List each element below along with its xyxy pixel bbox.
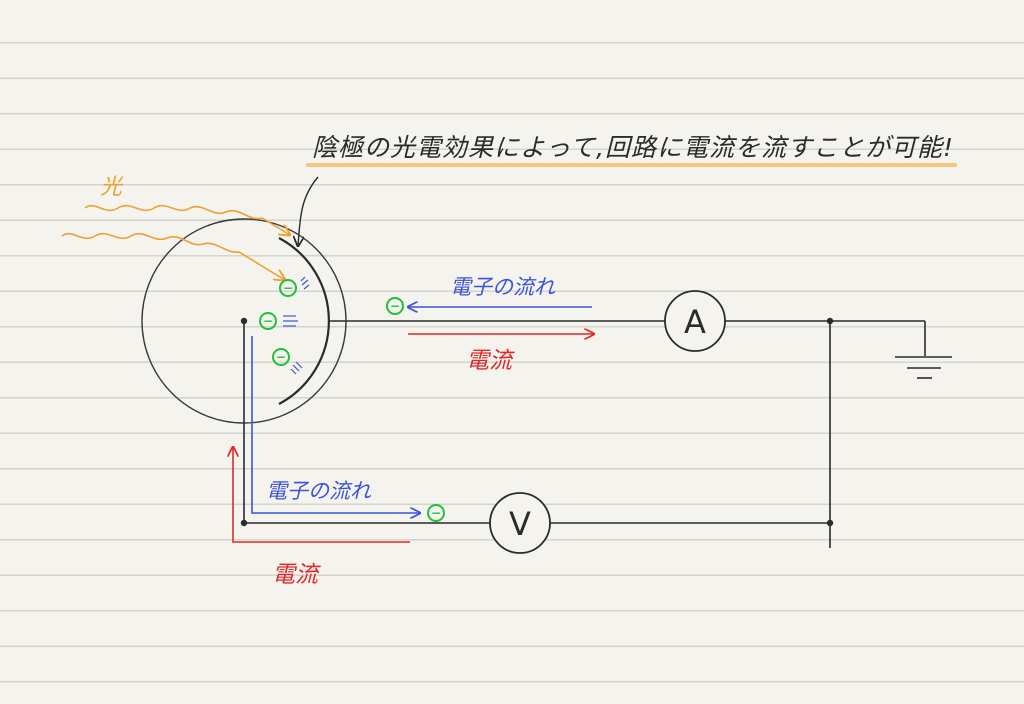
electron-icon [259, 312, 277, 330]
bottom-current-label: 電流 [272, 562, 321, 588]
annotation-text: 陰極の光電効果によって,回路に電流を流すことが可能! [312, 133, 954, 162]
top-electron-flow-label: 電子の流れ [450, 275, 556, 299]
anode-junction [240, 317, 248, 325]
electron-icon [386, 297, 404, 315]
emission-tick [303, 284, 310, 290]
light-ray-2 [61, 232, 285, 280]
emission-tick [292, 364, 300, 372]
electron-sign: − [283, 281, 293, 295]
emission-tick [290, 368, 297, 375]
electron-icon [272, 348, 290, 366]
light-label: 光 [100, 175, 124, 200]
top-wire-electron: − [386, 297, 404, 315]
bottom-electron-flow-label: 電子の流れ [266, 479, 372, 503]
emission-tick [301, 279, 309, 286]
junction-bottom-left [240, 519, 248, 527]
electron-sign: − [390, 299, 400, 313]
bottom-wire-electron: − [427, 504, 445, 522]
light-ray-1 [84, 204, 290, 235]
annotation-pointer-arrow [298, 176, 319, 246]
ammeter-label: A [684, 303, 706, 341]
cathode-plate [278, 237, 330, 405]
tube-electron-3: − [272, 348, 303, 375]
voltmeter-label: V [509, 505, 531, 543]
emission-tick [300, 276, 306, 282]
bottom-current-arrow [233, 447, 410, 543]
tube-electron-2: − [259, 312, 298, 330]
emission-tick [295, 361, 303, 369]
tube-electron-1: − [279, 276, 310, 297]
top-current-label: 電流 [466, 348, 515, 374]
electron-sign: − [263, 314, 273, 328]
junction-top-right [826, 317, 834, 325]
voltmeter-symbol [489, 492, 551, 554]
electron-sign: − [276, 350, 286, 364]
electron-icon [279, 279, 297, 297]
ammeter-symbol [664, 290, 726, 352]
electron-icon [427, 504, 445, 522]
electron-sign: − [431, 506, 441, 520]
bottom-electron-flow-arrow [251, 336, 420, 513]
